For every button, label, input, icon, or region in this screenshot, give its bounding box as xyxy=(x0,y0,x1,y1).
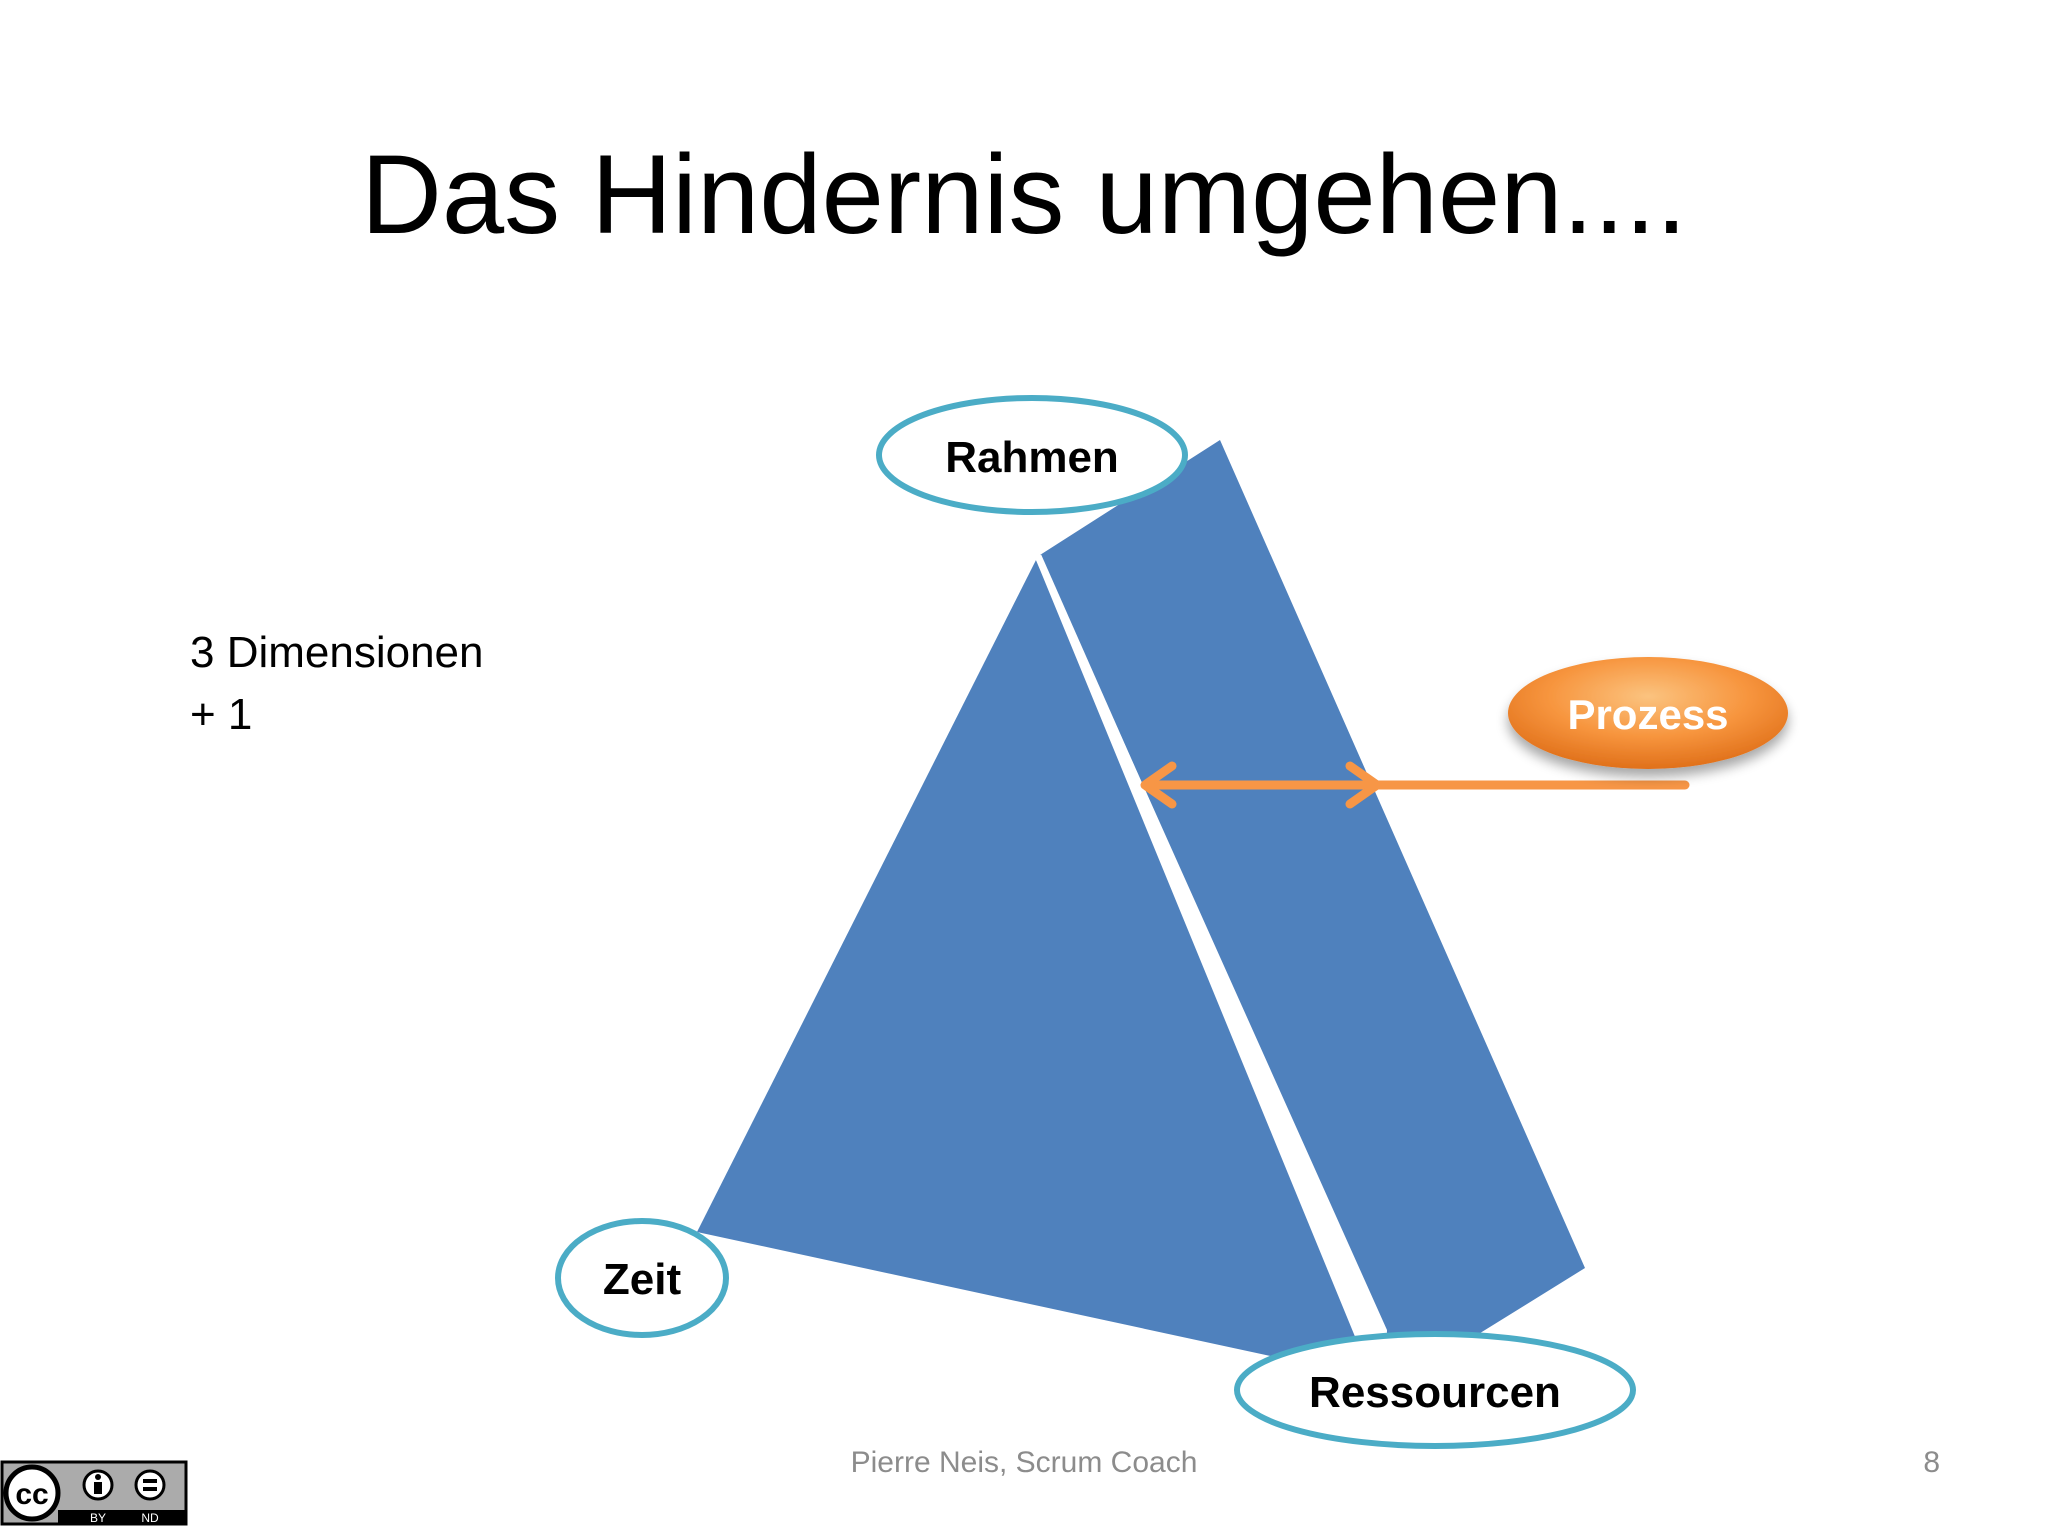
no-derivatives-icon xyxy=(134,1469,166,1501)
process-arrow xyxy=(1140,761,1690,809)
nd-label: ND xyxy=(141,1511,159,1525)
pyramid-edge xyxy=(1034,554,1387,1340)
cc-logo-text: cc xyxy=(15,1478,48,1511)
vertex-rahmen-label: Rahmen xyxy=(945,433,1119,482)
process-node: Prozess xyxy=(1508,657,1788,769)
page-number: 8 xyxy=(1923,1446,1940,1479)
pyramid-front-face xyxy=(697,560,1372,1378)
footer-author: Pierre Neis, Scrum Coach xyxy=(850,1446,1198,1479)
side-note-line-1: 3 Dimensionen xyxy=(190,628,484,677)
process-label: Prozess xyxy=(1567,691,1728,738)
by-label: BY xyxy=(90,1511,106,1525)
pyramid-side-face xyxy=(1040,440,1585,1392)
side-note: 3 Dimensionen + 1 xyxy=(190,622,484,746)
vertex-zeit: Zeit xyxy=(555,1218,729,1338)
vertex-ressourcen-label: Ressourcen xyxy=(1309,1368,1561,1417)
cc-logo-icon xyxy=(3,1464,61,1522)
attribution-icon xyxy=(82,1469,114,1501)
slide-title: Das Hindernis umgehen.... xyxy=(360,132,1687,257)
vertex-ressourcen: Ressourcen xyxy=(1234,1331,1636,1449)
vertex-zeit-label: Zeit xyxy=(603,1255,682,1304)
side-note-line-2: + 1 xyxy=(190,690,253,739)
cc-license-badge: cc BY ND xyxy=(0,1460,188,1526)
vertex-rahmen: Rahmen xyxy=(876,395,1188,515)
